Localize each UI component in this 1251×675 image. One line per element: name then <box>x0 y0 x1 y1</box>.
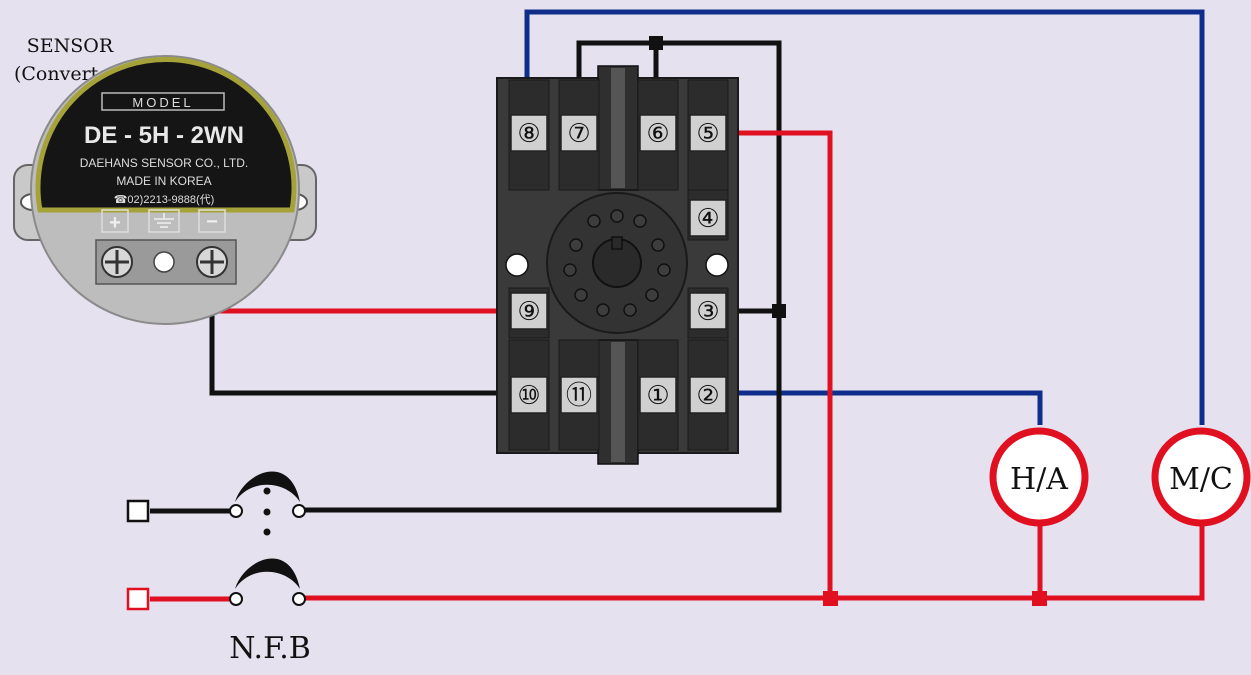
terminal-5: ⑤ <box>689 114 727 152</box>
breaker-contact-arc-top <box>235 471 300 502</box>
sensor-minus-screw-icon <box>196 246 228 278</box>
breaker-contact-4 <box>292 592 306 606</box>
socket-pin-holes <box>563 209 671 317</box>
sensor-model-number: DE - 5H - 2WN <box>84 122 244 149</box>
breaker-label: N.F.B <box>229 631 311 666</box>
junction-red-830 <box>823 591 838 606</box>
wires <box>114 9 1205 602</box>
sensor-converter: SENSOR (Converter) MODEL DE - 5H - 2WN D… <box>13 35 317 325</box>
socket-bottom-slot <box>611 342 625 462</box>
terminal-6: ⑥ <box>639 114 677 152</box>
wire-black-sensor-to-10 <box>209 292 497 396</box>
breaker-contact-3 <box>229 592 243 606</box>
junction-top-black <box>649 36 663 50</box>
sensor-plus-symbol: + <box>109 212 121 234</box>
terminal-9-label: ⑨ <box>517 296 540 326</box>
sensor-model-box <box>101 92 225 111</box>
sensor-plus-screw-icon <box>101 246 133 278</box>
terminal-10-label: ⑩ <box>517 380 540 410</box>
wire-red-5-to-bus <box>738 130 833 598</box>
load-mc-label: M/C <box>1169 462 1233 497</box>
breaker-terminal-red <box>126 587 150 611</box>
terminal-11: ⑪ <box>560 376 598 414</box>
breaker-contact-1 <box>229 504 243 518</box>
socket-top-slot <box>611 68 625 188</box>
breaker: N.F.B <box>126 471 311 666</box>
load-ha: H/A <box>989 427 1089 527</box>
sensor-model-label: MODEL <box>132 95 193 110</box>
load-ha-ring <box>989 427 1089 527</box>
breaker-terminal-black <box>126 499 150 523</box>
socket-mount-hole-right <box>705 253 729 277</box>
terminal-10: ⑩ <box>510 376 548 414</box>
terminal-8: ⑧ <box>510 114 548 152</box>
terminal-2: ② <box>689 376 727 414</box>
breaker-contact-2 <box>292 504 306 518</box>
terminal-1: ① <box>639 376 677 414</box>
terminal-7: ⑦ <box>560 114 598 152</box>
sensor-origin: MADE IN KOREA <box>116 174 211 188</box>
sensor-maker: DAEHANS SENSOR CO., LTD. <box>80 156 248 170</box>
terminal-3: ③ <box>689 292 727 330</box>
terminal-4: ④ <box>689 199 727 237</box>
sensor-plus-box <box>101 209 129 233</box>
terminal-9: ⑨ <box>510 292 548 330</box>
breaker-link-dot-3 <box>263 528 271 536</box>
breaker-contact-arc-bottom <box>235 558 300 589</box>
terminal-1-label: ① <box>646 380 669 410</box>
load-mc: M/C <box>1151 427 1251 527</box>
terminal-3-label: ③ <box>696 296 719 326</box>
sensor-phone: ☎02)2213-9888(代) <box>114 193 215 206</box>
sensor-minus-symbol: − <box>206 211 218 233</box>
junction-right-black <box>772 304 786 318</box>
socket-center-keyway <box>611 236 623 250</box>
load-ha-label: H/A <box>1010 462 1068 497</box>
terminal-6-label: ⑥ <box>646 118 669 148</box>
terminal-8-label: ⑧ <box>517 118 540 148</box>
wire-black-7-6-bridge <box>300 40 782 513</box>
terminal-11-label: ⑪ <box>566 380 592 410</box>
junction-red-1040 <box>1032 591 1047 606</box>
wire-red-bottom-bus <box>300 520 1205 601</box>
junctions <box>649 36 1047 606</box>
sensor-minus-box <box>198 209 226 233</box>
relay-socket: ⑧ ⑦ ⑥ ⑤ ④ ⑨ ③ <box>496 65 739 465</box>
breaker-link-dot-2 <box>263 508 271 516</box>
wire-blue-8-to-mc <box>524 9 1205 425</box>
socket-terminals: ⑧ ⑦ ⑥ ⑤ ④ ⑨ ③ <box>510 114 727 414</box>
sensor-ground-terminal <box>153 251 175 273</box>
load-mc-ring <box>1151 427 1251 527</box>
breaker-link-dot-1 <box>263 487 271 495</box>
sensor-title: SENSOR <box>27 35 114 57</box>
terminal-7-label: ⑦ <box>567 118 590 148</box>
wire-blue-2-to-ha <box>738 390 1043 425</box>
socket-mount-hole-left <box>505 253 529 277</box>
terminal-2-label: ② <box>696 380 719 410</box>
terminal-5-label: ⑤ <box>696 118 719 148</box>
terminal-4-label: ④ <box>696 203 719 233</box>
sensor-ground-box <box>148 209 180 233</box>
ground-icon <box>154 213 174 228</box>
